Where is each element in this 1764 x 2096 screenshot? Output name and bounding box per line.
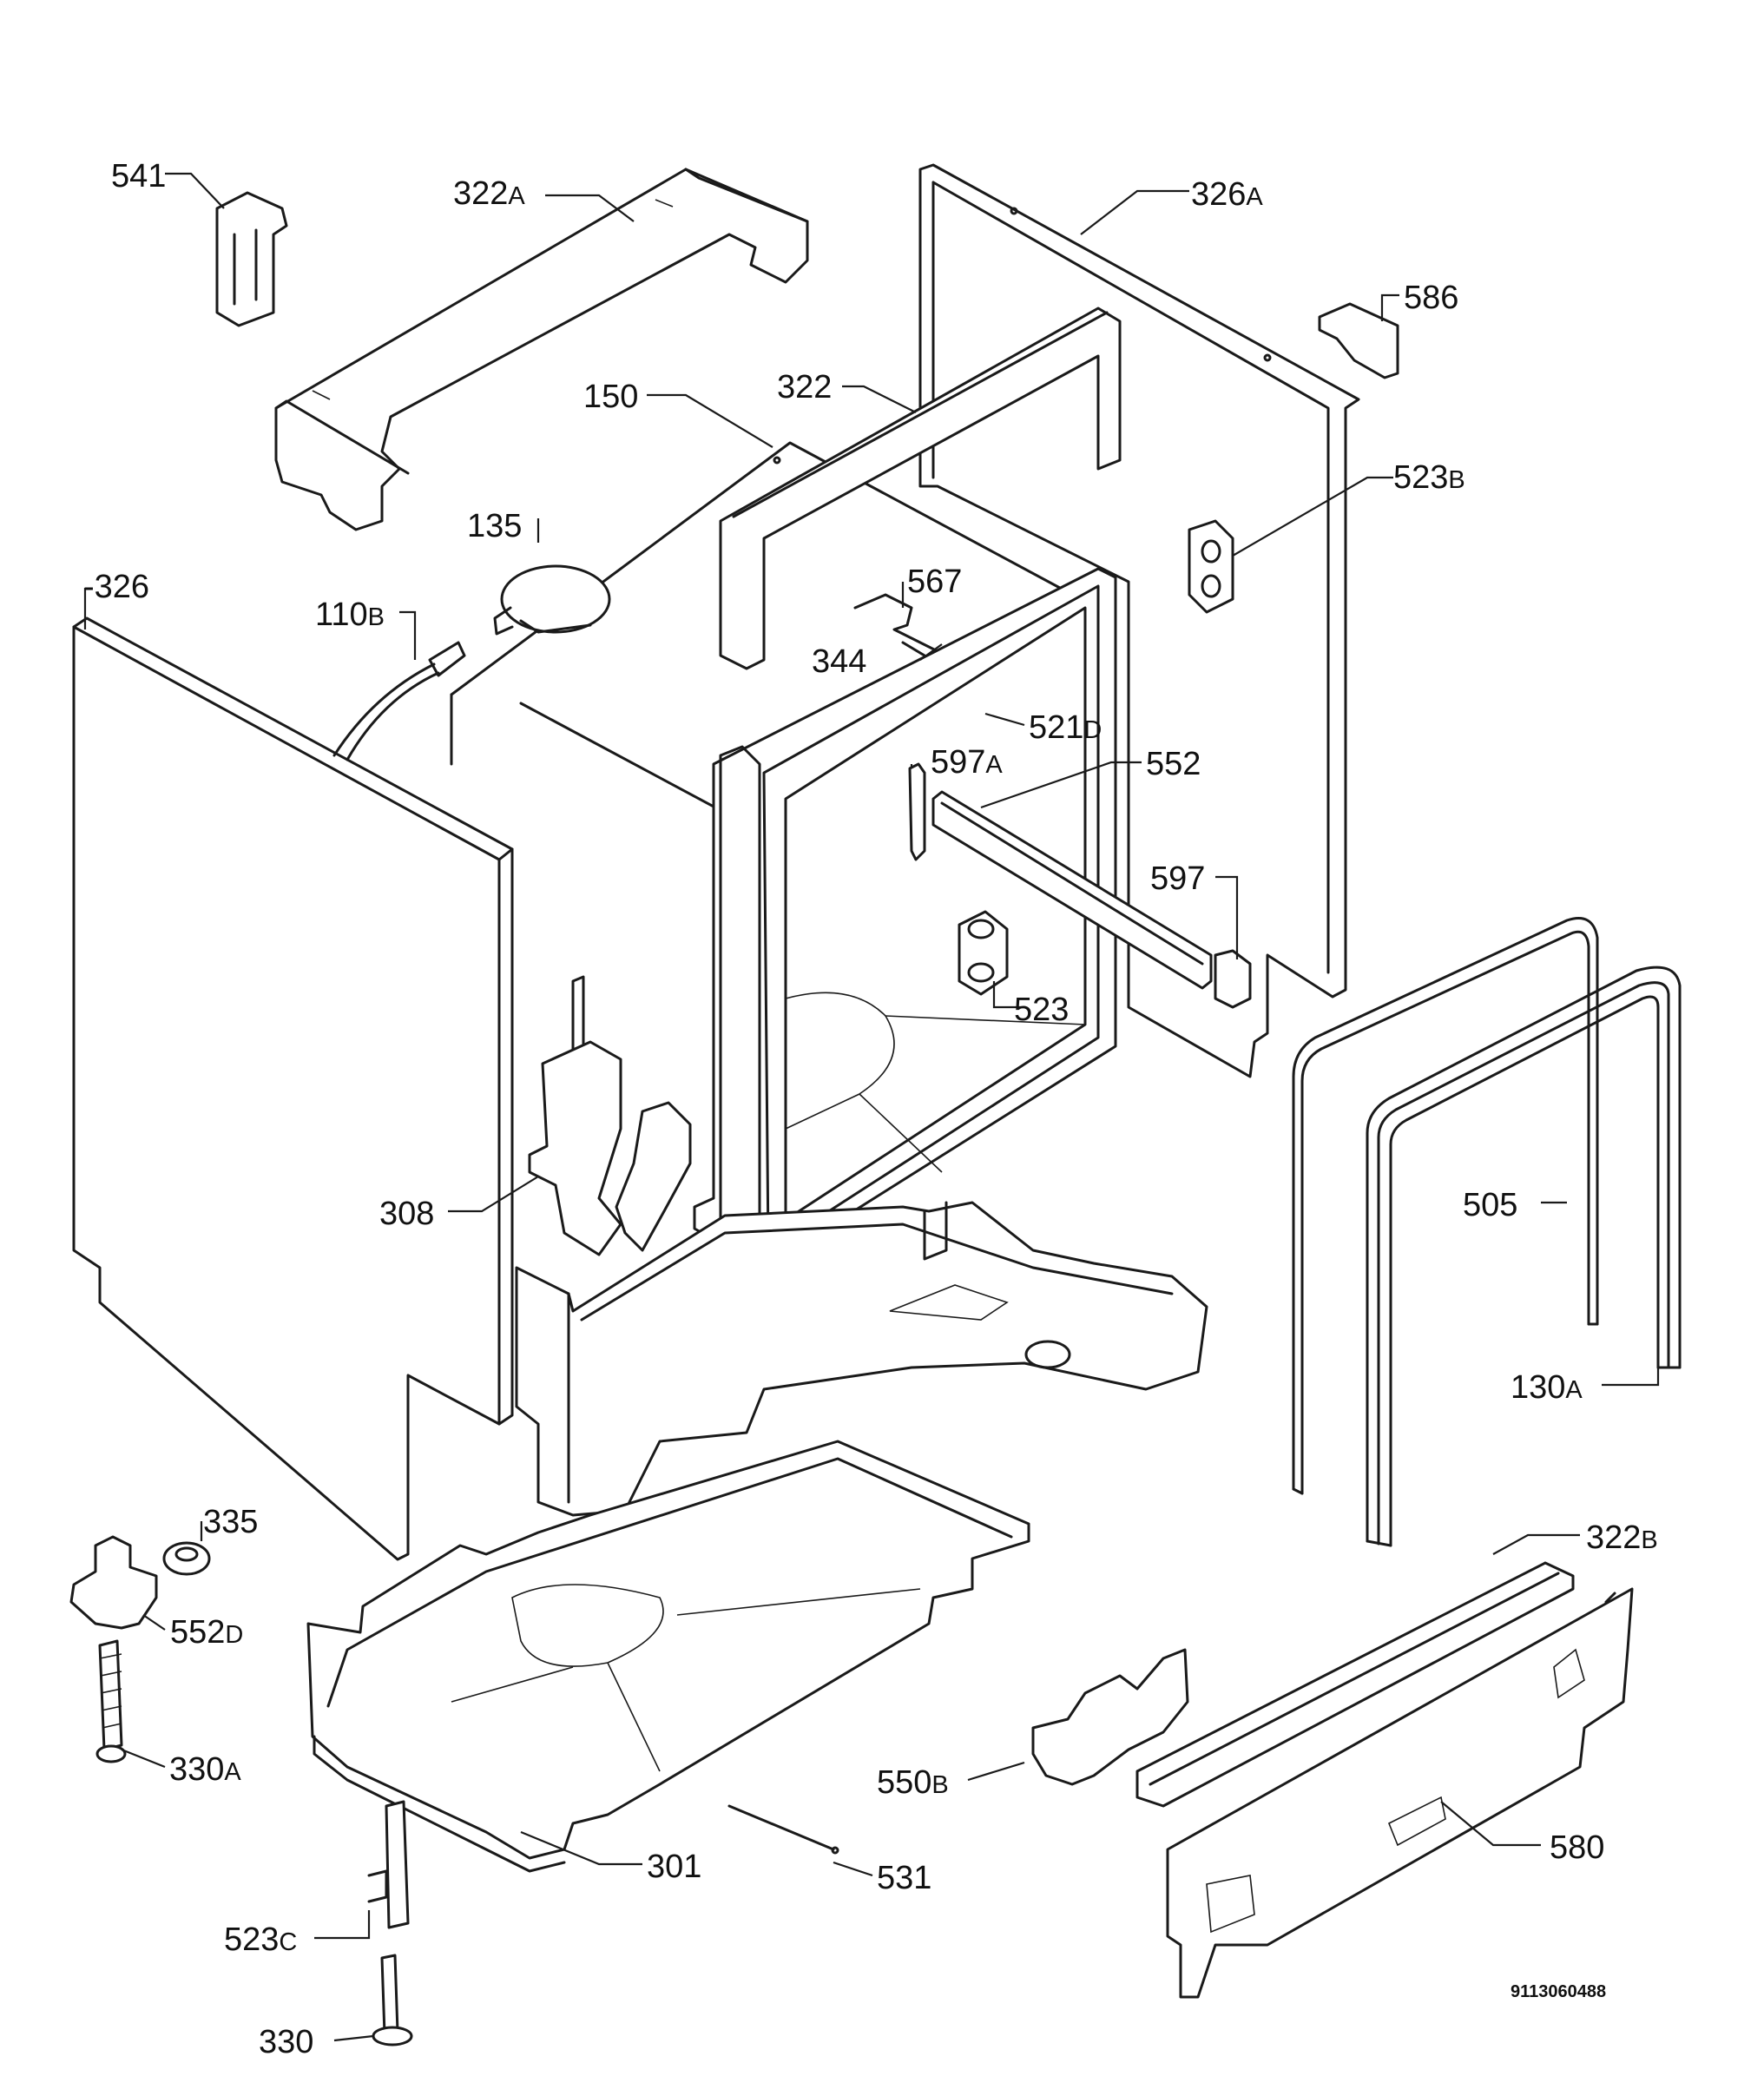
part-552D-actuator	[69, 1535, 158, 1630]
part-130A-gasket	[1366, 966, 1682, 1547]
part-301-base-tray	[306, 1440, 1030, 1873]
callout-322B: 322B	[1586, 1519, 1658, 1556]
part-135-salt-container	[493, 564, 611, 636]
callout-335: 335	[203, 1504, 258, 1540]
callout-597: 597	[1150, 860, 1205, 897]
callout-135: 135	[467, 508, 522, 544]
callout-586: 586	[1404, 280, 1458, 316]
part-523C-clip	[367, 1800, 410, 1929]
callout-523C: 523C	[224, 1921, 297, 1958]
part-335-nut	[162, 1541, 211, 1576]
callout-326: -326	[83, 569, 149, 605]
callout-322A: 322A	[453, 175, 525, 212]
part-322-rail	[719, 306, 1122, 670]
callout-523B: 523B	[1393, 459, 1465, 496]
callout-330: 330	[259, 2024, 313, 2060]
callout-567: 567	[907, 564, 962, 600]
part-330-screw	[372, 1954, 413, 2047]
callout-308: 308	[379, 1196, 434, 1232]
part-523B-grommet	[1188, 519, 1234, 614]
callout-550B: 550B	[877, 1764, 949, 1801]
part-505-gasket	[1292, 917, 1599, 1495]
part-597-clip	[1214, 949, 1252, 1009]
part-322A-top-rail	[274, 168, 809, 531]
callout-521D: 521D	[1029, 709, 1102, 746]
callout-597A: 597A	[931, 744, 1003, 781]
callout-326A: 326A	[1191, 176, 1263, 213]
callout-505: 505	[1463, 1187, 1517, 1223]
callout-130A: 130A	[1511, 1369, 1583, 1406]
callout-150: 150	[583, 379, 638, 415]
callout-580: 580	[1550, 1829, 1604, 1866]
part-552-rail	[931, 790, 1213, 990]
document-number: 9113060488	[1511, 1982, 1606, 2001]
part-322B-rail	[1135, 1561, 1575, 1808]
part-base-assembly	[515, 1201, 1208, 1517]
leader-lines	[83, 172, 1660, 2042]
part-523-grommet	[958, 910, 1009, 996]
part-550B-bracket	[1031, 1648, 1189, 1786]
part-front-frame	[693, 567, 1117, 1269]
callout-541: 541	[111, 158, 166, 194]
callout-110B: 110B	[315, 597, 385, 633]
part-326A-back-panel	[918, 163, 1360, 1078]
part-580-plinth	[1166, 1587, 1634, 1999]
callout-523: 523	[1014, 992, 1069, 1028]
part-110B-hose	[332, 641, 466, 761]
callout-labels: 541 322A 326A 586 150 322 523B 135 567 -…	[83, 158, 1658, 2060]
part-541-clip	[215, 191, 288, 327]
callout-301: 301	[647, 1849, 701, 1885]
callout-552D: 552D	[170, 1614, 243, 1651]
callout-322: 322	[777, 369, 832, 405]
callout-344: 344	[812, 643, 866, 680]
part-531-rod	[727, 1804, 839, 1855]
part-330A-leg	[95, 1639, 127, 1763]
callout-531: 531	[877, 1860, 931, 1896]
part-586-bracket	[1318, 302, 1399, 379]
part-326-side-panel	[72, 616, 514, 1561]
callout-330A: 330A	[169, 1751, 241, 1788]
part-308-hinge	[528, 975, 692, 1256]
callout-552: 552	[1146, 746, 1201, 782]
part-597A-hook	[908, 762, 926, 861]
